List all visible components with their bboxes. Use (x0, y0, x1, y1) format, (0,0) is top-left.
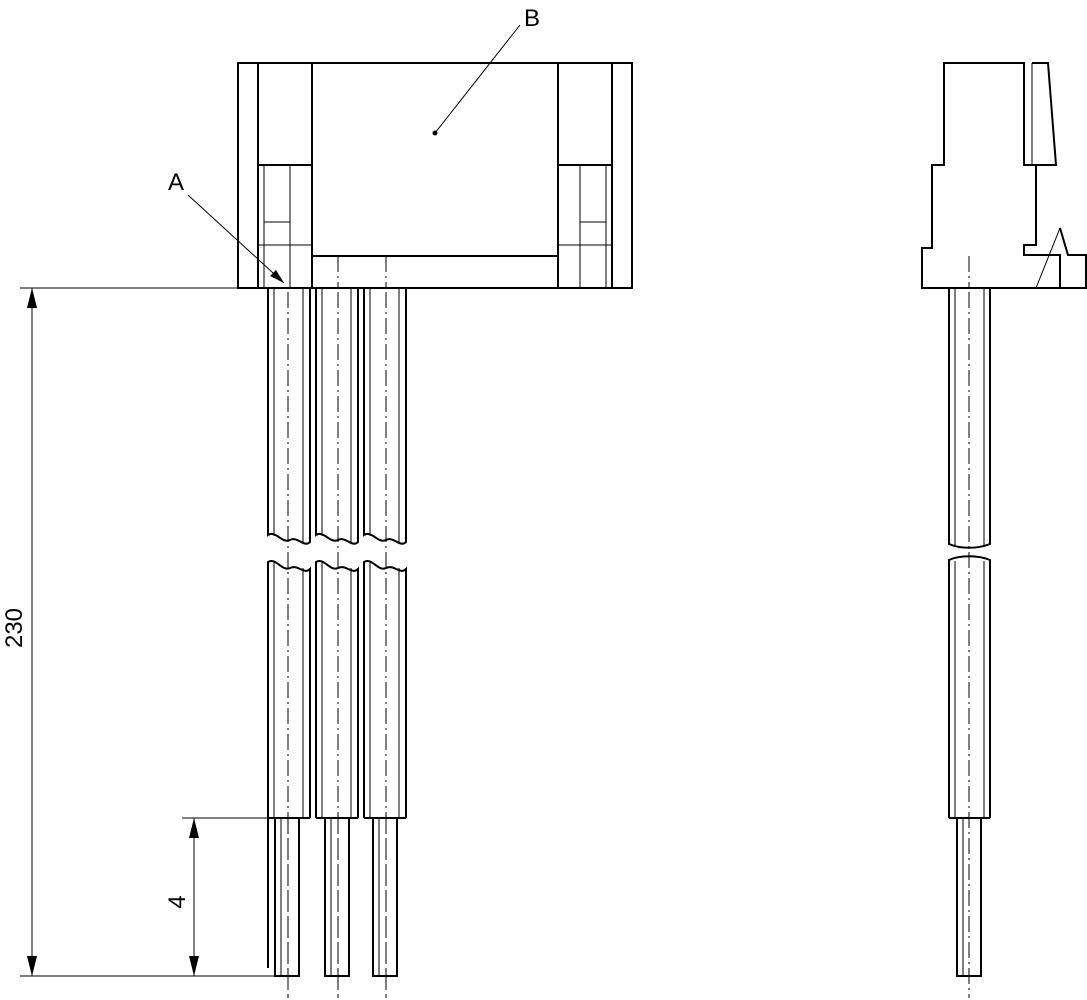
side-wire (948, 288, 991, 998)
side-view (921, 62, 1087, 998)
connector-housing (237, 62, 633, 289)
stripped-ends (274, 817, 398, 998)
wire-3 (363, 288, 407, 998)
wire-2 (315, 288, 359, 998)
dimension-230-label: 230 (1, 608, 28, 648)
dimension-4: 4 (164, 817, 268, 976)
callout-b: B (434, 5, 540, 134)
side-housing (921, 62, 1087, 289)
dimension-4-label: 4 (164, 895, 191, 908)
callout-a: A (168, 169, 285, 284)
front-view: 230 4 A B (1, 5, 633, 998)
dimension-230: 230 (1, 287, 275, 977)
callout-a-label: A (168, 169, 184, 196)
callout-b-label: B (524, 5, 540, 32)
